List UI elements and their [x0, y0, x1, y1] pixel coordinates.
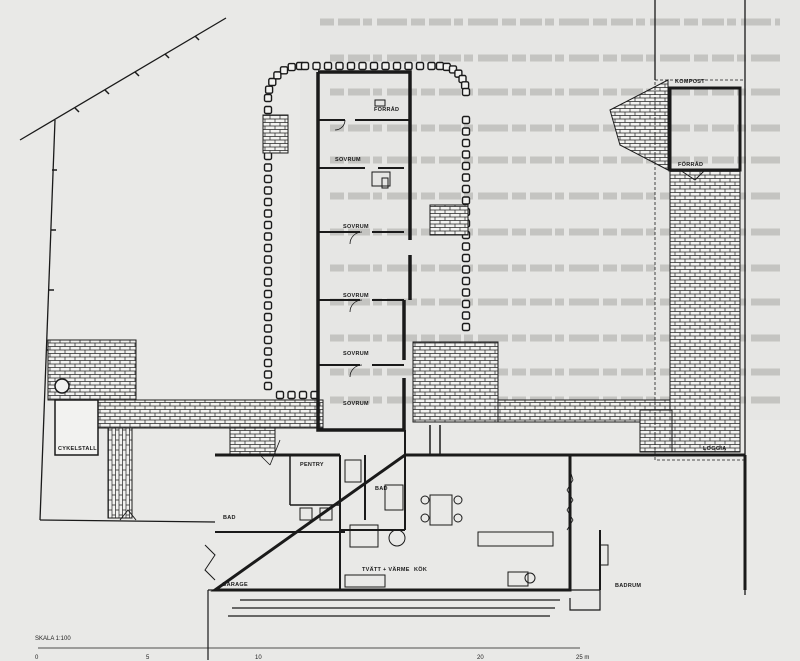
label-sovrum-5: SOVRUM: [343, 401, 369, 407]
scale-tick-20: 20: [477, 655, 484, 661]
stepping-stone: [415, 61, 425, 71]
label-badrum: BADRUM: [615, 583, 641, 589]
label-loggia: LOGGIA: [703, 446, 727, 452]
stepping-stone: [263, 335, 273, 345]
stepping-stone: [268, 77, 277, 87]
stepping-stone: [461, 253, 471, 263]
label-sovrum-2: SOVRUM: [343, 224, 369, 230]
stepping-stone: [263, 186, 273, 195]
label-garage: GARAGE: [222, 582, 248, 588]
stepping-stone: [263, 93, 273, 103]
stepping-stone: [263, 163, 273, 172]
stepping-stone: [287, 390, 296, 400]
main-house: [119, 425, 747, 592]
stepping-stone: [275, 390, 285, 400]
stepping-stone: [264, 85, 274, 94]
stepping-stone: [263, 266, 273, 276]
stepping-stone: [263, 289, 273, 299]
stepping-stone: [263, 232, 273, 241]
stepping-stone: [346, 61, 356, 71]
stepping-stone: [381, 61, 390, 71]
label-sovrum-3: SOVRUM: [343, 293, 369, 299]
scale-label: SKALA 1:100: [35, 636, 71, 642]
stepping-stone: [263, 209, 273, 218]
stepping-stone: [263, 197, 273, 207]
label-bad: BAD: [375, 486, 388, 492]
storage-shed: [668, 86, 742, 181]
scale-bar: SKALA 1:100 0 5 10 20 25 m: [35, 636, 589, 661]
stepping-stone: [369, 61, 379, 71]
loggia-outline: [654, 79, 746, 461]
room-labels: FÖRRÅD SOVRUM SOVRUM SOVRUM SOVRUM SOVRU…: [58, 79, 727, 589]
stepping-stone: [461, 173, 471, 182]
stepping-stone: [461, 288, 471, 297]
stepping-stone: [298, 390, 308, 400]
stepping-stone: [358, 61, 367, 71]
label-sovrum-4: SOVRUM: [343, 351, 369, 357]
stepping-stone: [263, 278, 273, 287]
stepping-stone: [427, 61, 436, 71]
stepping-stone: [461, 265, 471, 274]
stepping-stone: [461, 242, 471, 251]
stepping-stone: [263, 370, 273, 379]
boundary-marks: [47, 35, 200, 351]
label-kok: KÖK: [414, 566, 427, 573]
stepping-stone: [461, 196, 471, 205]
stepping-stone: [263, 347, 273, 356]
bedroom-wing: [316, 70, 412, 432]
bike-shed: [54, 378, 99, 456]
stepping-stone: [461, 299, 471, 309]
label-forrad-top: FÖRRÅD: [374, 106, 399, 113]
label-pentry: PENTRY: [300, 462, 324, 468]
label-cykelstall: CYKELSTALL: [58, 446, 97, 452]
stepping-stone: [460, 81, 470, 90]
label-sovrum-1: SOVRUM: [335, 157, 361, 163]
stepping-stone: [461, 322, 471, 332]
stepping-stone: [263, 358, 273, 368]
stepping-stone: [392, 61, 402, 71]
scale-tick-25: 25 m: [576, 655, 589, 661]
scale-tick-10: 10: [255, 655, 262, 661]
stepping-stone: [335, 61, 344, 71]
stepping-stone: [287, 62, 296, 72]
stepping-stone: [279, 66, 289, 75]
stepping-stone: [461, 115, 471, 125]
stepping-stone: [461, 276, 471, 286]
stepping-stone: [263, 255, 273, 264]
scale-tick-5: 5: [146, 655, 150, 661]
stepping-stone: [263, 301, 273, 310]
stepping-stone: [263, 381, 273, 391]
stepping-stone: [461, 138, 471, 148]
stepping-stone: [273, 71, 282, 80]
label-bad2: BAD: [223, 515, 236, 521]
stepping-stone: [461, 161, 471, 171]
label-forrad-right: FÖRRÅD: [678, 161, 703, 168]
retaining-wall: [207, 589, 601, 660]
stepping-stone: [461, 184, 471, 194]
stepping-stone: [404, 61, 413, 71]
stepping-stone: [263, 220, 273, 230]
stepping-stone: [312, 61, 321, 71]
scale-tick-0: 0: [35, 655, 39, 661]
stepping-stone: [263, 243, 273, 253]
stepping-stone: [300, 61, 310, 71]
label-kompost: KOMPOST: [675, 79, 705, 85]
stepping-stone: [263, 105, 273, 115]
stepping-stone: [323, 61, 333, 71]
paving: [47, 79, 741, 519]
stepping-stone: [461, 127, 471, 136]
stepping-stone: [435, 61, 445, 71]
stepping-stone: [263, 174, 273, 184]
stepping-stone: [461, 87, 471, 97]
stepping-stone: [263, 324, 273, 333]
stepping-stone: [461, 311, 471, 320]
stepping-stone: [263, 151, 273, 161]
stepping-stone: [461, 150, 471, 159]
stepping-stone: [263, 312, 273, 322]
label-tvatt: TVÄTT + VÄRME: [362, 566, 410, 573]
